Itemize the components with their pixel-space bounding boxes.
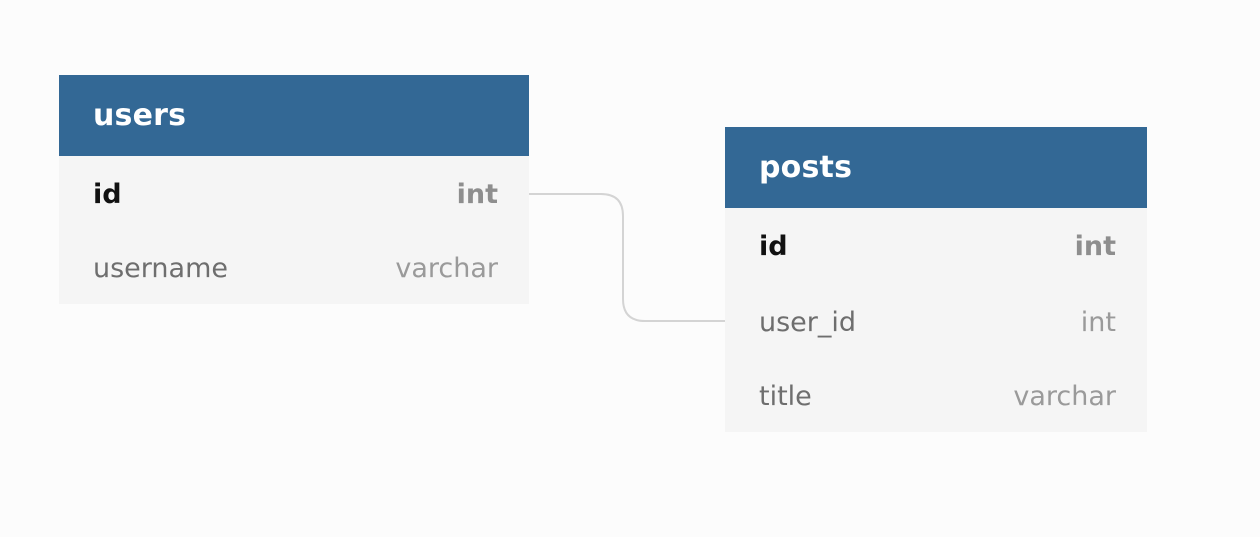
table-posts-row-title[interactable]: title varchar — [725, 360, 1147, 432]
column-type: int — [1080, 306, 1116, 338]
table-posts-title: posts — [759, 150, 853, 185]
table-users[interactable]: users id int username varchar — [59, 75, 529, 304]
table-posts-row-user-id[interactable]: user_id int — [725, 284, 1147, 360]
column-name: id — [759, 230, 788, 262]
table-users-header[interactable]: users — [59, 75, 529, 156]
column-type: varchar — [1013, 380, 1116, 412]
column-type: int — [1074, 230, 1116, 262]
table-posts-header[interactable]: posts — [725, 127, 1147, 208]
column-name: user_id — [759, 306, 857, 338]
column-name: title — [759, 380, 812, 412]
relationship-line-users-id-to-posts-user-id[interactable] — [529, 193, 725, 322]
column-type: varchar — [395, 252, 498, 284]
table-users-row-username[interactable]: username varchar — [59, 232, 529, 304]
column-name: id — [93, 178, 122, 210]
table-users-title: users — [93, 98, 187, 133]
table-posts-row-id[interactable]: id int — [725, 208, 1147, 284]
column-type: int — [456, 178, 498, 210]
table-users-row-id[interactable]: id int — [59, 156, 529, 232]
column-name: username — [93, 252, 228, 284]
table-posts[interactable]: posts id int user_id int title varchar — [725, 127, 1147, 432]
